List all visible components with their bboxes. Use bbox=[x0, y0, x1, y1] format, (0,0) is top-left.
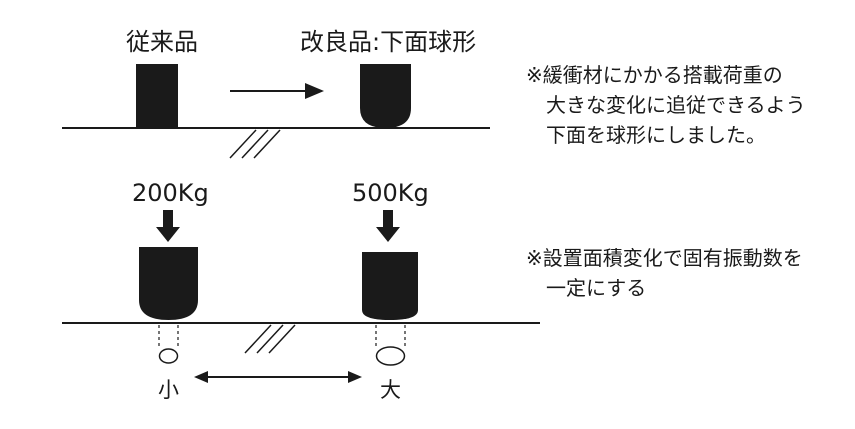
contact-projection-right bbox=[375, 325, 406, 346]
area-label-small: 小 bbox=[158, 378, 179, 402]
improved-label: 改良品:下面球形 bbox=[300, 28, 477, 56]
top-floor-hatch bbox=[229, 129, 281, 159]
top-note: ※緩衝材にかかる搭載荷重の 大きな変化に追従できるよう 下面を球形にしました。 bbox=[526, 60, 806, 150]
load-arrow-right-shaft bbox=[383, 210, 393, 229]
improvement-arrow-head bbox=[305, 83, 324, 99]
load-label-200kg: 200Kg bbox=[132, 179, 209, 207]
contact-area-large bbox=[375, 346, 406, 366]
bottom-note-line: 一定にする bbox=[526, 276, 647, 300]
load-label-500kg: 500Kg bbox=[352, 179, 429, 207]
top-note-line: ※緩衝材にかかる搭載荷重の bbox=[526, 63, 783, 87]
comparison-arrow-head-right bbox=[348, 371, 362, 383]
improved-spherical-cushion bbox=[360, 64, 411, 128]
bottom-note: ※設置面積変化で固有振動数を 一定にする bbox=[526, 243, 803, 303]
area-label-large: 大 bbox=[380, 378, 401, 402]
conventional-label: 従来品 bbox=[126, 28, 198, 56]
comparison-arrow-head-left bbox=[194, 371, 208, 383]
top-note-line: 下面を球形にしました。 bbox=[526, 123, 766, 147]
load-arrow-right-head bbox=[376, 227, 400, 242]
load-arrow-left-head bbox=[156, 227, 180, 242]
bottom-floor-hatch bbox=[244, 324, 296, 354]
top-note-line: 大きな変化に追従できるよう bbox=[526, 93, 806, 117]
contact-area-small bbox=[158, 348, 179, 364]
cushion-200kg bbox=[139, 247, 198, 320]
contact-projection-left bbox=[158, 325, 179, 347]
conventional-cushion bbox=[136, 64, 178, 128]
cushion-500kg bbox=[362, 252, 418, 320]
bottom-note-line: ※設置面積変化で固有振動数を bbox=[526, 246, 803, 270]
load-arrow-left-shaft bbox=[163, 210, 173, 229]
